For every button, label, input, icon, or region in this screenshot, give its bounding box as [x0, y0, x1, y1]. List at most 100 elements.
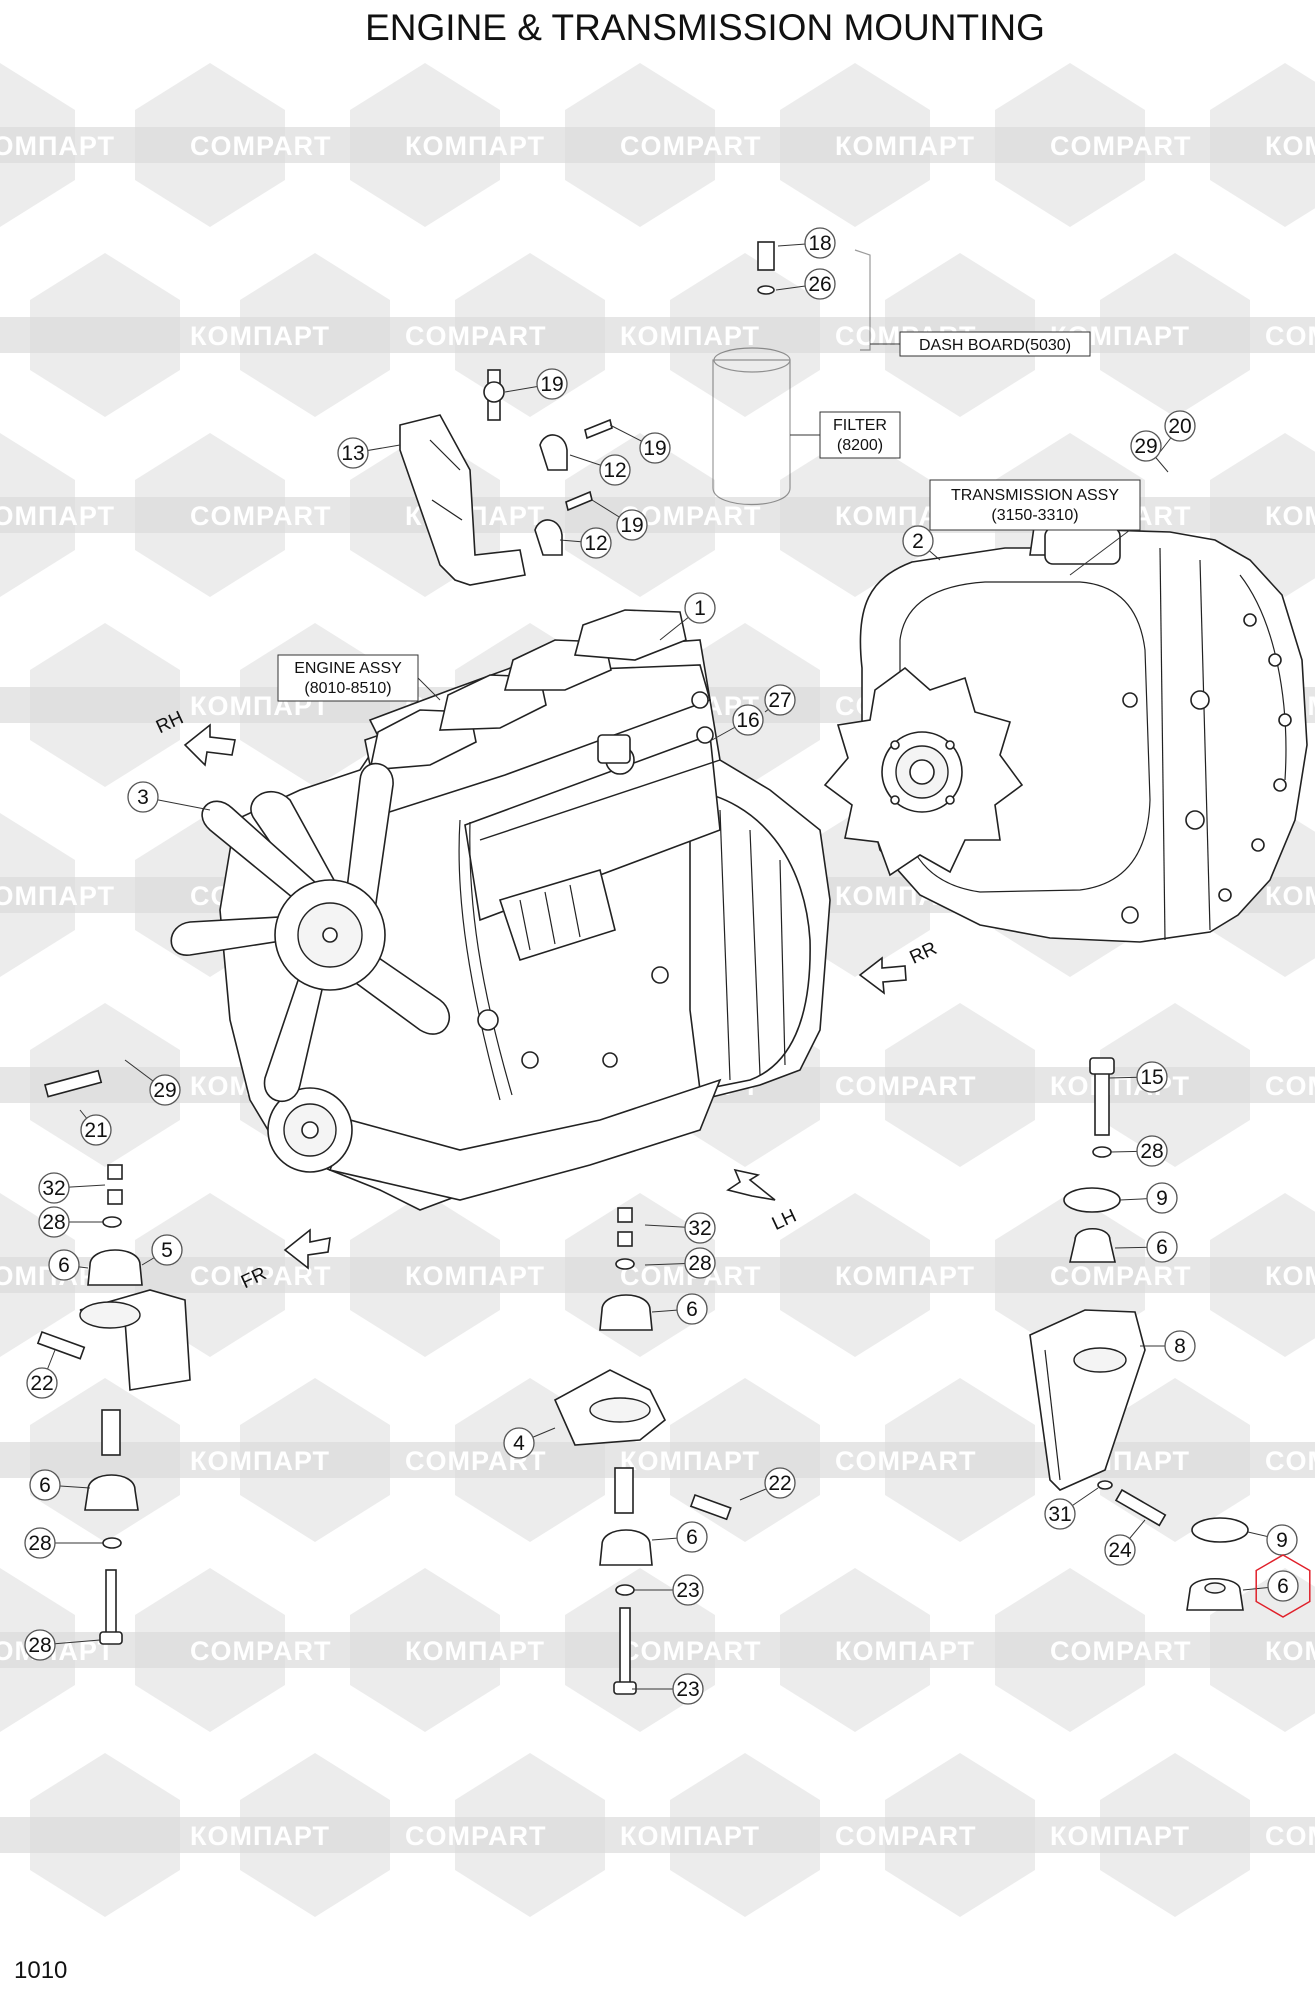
callout-22[interactable]: 22 — [26, 1367, 58, 1399]
washer-26 — [757, 285, 775, 295]
callout-29[interactable]: 29 — [1130, 430, 1162, 462]
watermark-text: COMPART — [190, 501, 332, 531]
watermark-text: COMPART — [1050, 1636, 1192, 1666]
watermark-band — [0, 317, 1315, 353]
callout-number: 32 — [42, 1177, 65, 1200]
callout-circle — [1136, 1135, 1168, 1167]
callout-15[interactable]: 15 — [1136, 1061, 1168, 1093]
direction-arrows — [183, 723, 907, 1270]
callout-number: 15 — [1140, 1066, 1163, 1089]
callout-number: 21 — [84, 1119, 107, 1142]
callout-16[interactable]: 16 — [732, 704, 764, 736]
callout-8[interactable]: 8 — [1164, 1330, 1196, 1362]
callout-29[interactable]: 29 — [149, 1074, 181, 1106]
callout-circle — [672, 1574, 704, 1606]
svg-text:(8200): (8200) — [837, 437, 883, 454]
callout-circle — [26, 1367, 58, 1399]
callout-number: 27 — [768, 689, 791, 712]
callout-32[interactable]: 32 — [684, 1212, 716, 1244]
callout-23[interactable]: 23 — [672, 1673, 704, 1705]
callout-number: 6 — [686, 1526, 698, 1549]
callout-circle — [80, 1114, 112, 1146]
callout-2[interactable]: 2 — [902, 525, 934, 557]
callout-19[interactable]: 19 — [616, 509, 648, 541]
watermark-text: КОМПАРТ — [835, 1261, 975, 1291]
callout-6[interactable]: 6 — [48, 1249, 80, 1281]
ref-box-filter: FILTER (8200) — [790, 411, 901, 459]
callout-22[interactable]: 22 — [764, 1467, 796, 1499]
callout-13[interactable]: 13 — [337, 437, 369, 469]
callout-circle — [902, 525, 934, 557]
callout-6[interactable]: 6 — [676, 1293, 708, 1325]
callout-number: 13 — [341, 442, 364, 465]
callout-6[interactable]: 6 — [1255, 1554, 1311, 1618]
callout-9[interactable]: 9 — [1266, 1524, 1298, 1556]
callout-circle — [1164, 1330, 1196, 1362]
callout-28[interactable]: 28 — [684, 1247, 716, 1279]
callout-18[interactable]: 18 — [804, 227, 836, 259]
callout-12[interactable]: 12 — [599, 454, 631, 486]
callout-32[interactable]: 32 — [38, 1172, 70, 1204]
svg-text:TRANSMISSION ASSY: TRANSMISSION ASSY — [951, 487, 1119, 504]
watermark-text: КОМПАРТ — [1050, 1821, 1190, 1851]
callout-28[interactable]: 28 — [24, 1527, 56, 1559]
watermark-text: COMPART — [190, 1636, 332, 1666]
callout-28[interactable]: 28 — [1136, 1135, 1168, 1167]
watermark-text: КОМПАРТ — [190, 1821, 330, 1851]
callout-4[interactable]: 4 — [503, 1427, 535, 1459]
callout-circle — [616, 509, 648, 541]
callout-circle — [684, 1247, 716, 1279]
ref-box-dash-board: DASH BOARD(5030) — [870, 331, 1091, 357]
callout-circle — [599, 454, 631, 486]
callout-28[interactable]: 28 — [38, 1206, 70, 1238]
callout-circle — [764, 684, 796, 716]
callout-23[interactable]: 23 — [672, 1574, 704, 1606]
callout-number: 32 — [688, 1217, 711, 1240]
watermark-text: КОМПАРТ — [1050, 1071, 1190, 1101]
callout-3[interactable]: 3 — [127, 781, 159, 813]
callout-number: 24 — [1108, 1539, 1132, 1562]
callout-number: 6 — [58, 1254, 70, 1277]
watermark-text: COMPART — [405, 321, 547, 351]
watermark-text: COMPART — [1050, 131, 1192, 161]
callout-19[interactable]: 19 — [639, 432, 671, 464]
callout-circle — [1164, 410, 1196, 442]
callout-number: 6 — [39, 1474, 51, 1497]
callout-circle — [1044, 1498, 1076, 1530]
filter-and-dashboard — [712, 249, 871, 505]
engine-assembly-drawing — [170, 609, 831, 1211]
callout-6[interactable]: 6 — [1146, 1231, 1178, 1263]
watermark-text: КОМПАРТ — [0, 881, 115, 911]
callout-circle — [684, 1212, 716, 1244]
callout-24[interactable]: 24 — [1104, 1534, 1136, 1566]
callout-number: 16 — [736, 709, 759, 732]
callout-12[interactable]: 12 — [580, 527, 612, 559]
watermark-text: COMPART — [1265, 1446, 1315, 1476]
callout-19[interactable]: 19 — [536, 368, 568, 400]
callout-20[interactable]: 20 — [1164, 410, 1196, 442]
watermark-text: COMPART — [1265, 1071, 1315, 1101]
watermark-text: COMPART — [1265, 1821, 1315, 1851]
callout-9[interactable]: 9 — [1146, 1182, 1178, 1214]
ref-box-transmission-assy: TRANSMISSION ASSY (3150-3310) — [929, 479, 1141, 576]
watermark-text: COMPART — [835, 1071, 977, 1101]
svg-text:ENGINE ASSY: ENGINE ASSY — [294, 660, 402, 677]
callout-number: 28 — [1140, 1140, 1163, 1163]
callout-21[interactable]: 21 — [80, 1114, 112, 1146]
callout-circle — [536, 368, 568, 400]
watermark-text: COMPART — [1265, 321, 1315, 351]
callout-31[interactable]: 31 — [1044, 1498, 1076, 1530]
watermark-text: КОМПАРТ — [835, 1636, 975, 1666]
callout-number: 31 — [1048, 1503, 1071, 1526]
callout-6[interactable]: 6 — [29, 1469, 61, 1501]
callout-26[interactable]: 26 — [804, 268, 836, 300]
callout-5[interactable]: 5 — [151, 1234, 183, 1266]
watermark-text: COMPART — [835, 1446, 977, 1476]
watermark-text: КОМПАРТ — [835, 131, 975, 161]
callout-circle — [672, 1673, 704, 1705]
callout-6[interactable]: 6 — [676, 1521, 708, 1553]
callout-27[interactable]: 27 — [764, 684, 796, 716]
callout-28[interactable]: 28 — [24, 1629, 56, 1661]
callout-1[interactable]: 1 — [684, 592, 716, 624]
